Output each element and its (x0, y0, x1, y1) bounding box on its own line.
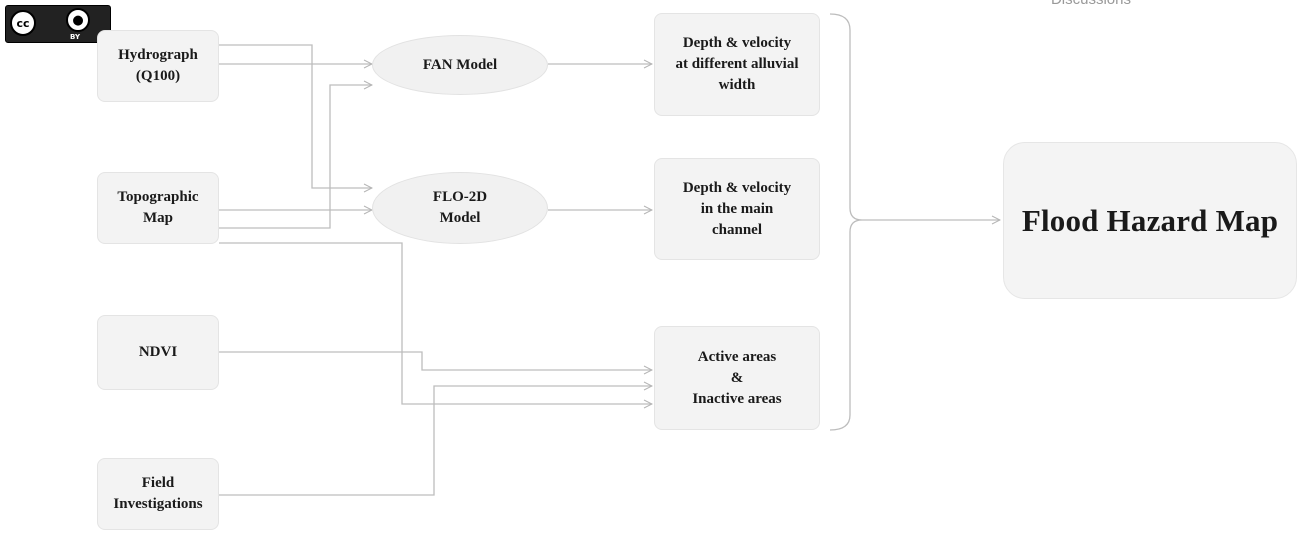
right-bracket (829, 13, 863, 431)
flood-hazard-map: Flood Hazard Map (1003, 142, 1297, 299)
output-flo2d-depth-velocity: Depth & velocity in the main channel (654, 158, 820, 260)
arrow-ndvi-to-active (219, 351, 652, 370)
model-fan: FAN Model (372, 35, 548, 95)
input-topographic-map: Topographic Map (97, 172, 219, 244)
cc-by-license-badge: cc ● BY (5, 5, 111, 43)
output-active-inactive-areas: Active areas & Inactive areas (654, 326, 820, 430)
model-flo2d: FLO-2D Model (372, 172, 548, 244)
input-ndvi: NDVI (97, 315, 219, 390)
cc-icon: cc (10, 10, 36, 36)
input-field-investigations: Field Investigations (97, 458, 219, 530)
arrow-topo-to-active (219, 242, 652, 404)
input-hydrograph: Hydrograph (Q100) (97, 30, 219, 102)
arrow-hydrograph-to-flo2d (219, 44, 372, 188)
by-label: BY (70, 33, 81, 41)
output-fan-depth-velocity: Depth & velocity at different alluvial w… (654, 13, 820, 116)
arrow-field-to-active (219, 386, 652, 496)
person-icon: ● (66, 8, 90, 32)
arrow-topo-to-fan (219, 85, 372, 229)
corner-section-label: Discussions (1051, 0, 1131, 8)
